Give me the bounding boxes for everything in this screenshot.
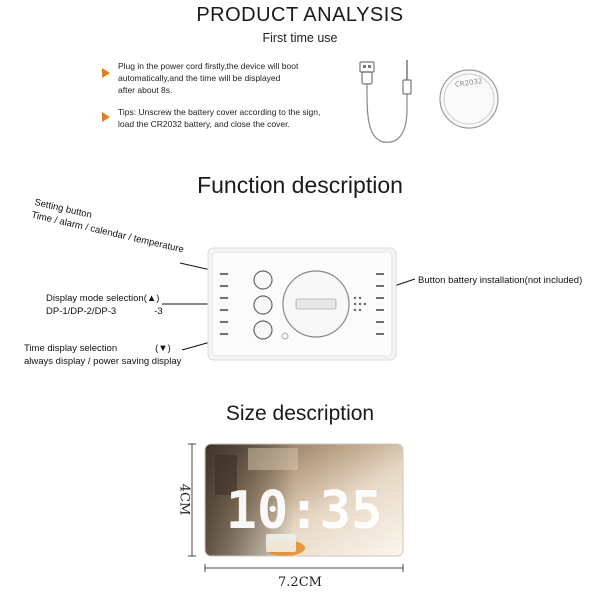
page-subtitle: First time use: [262, 31, 338, 45]
battery-install-label: Button battery installation(not included…: [418, 275, 583, 286]
size-title: Size description: [225, 402, 375, 425]
svg-text:CR2032: CR2032: [455, 77, 483, 89]
time-display-label: Time display selection(▼) always display…: [24, 343, 182, 367]
tip-battery: Tips: Unscrew the battery cover accordin…: [118, 107, 321, 129]
display-mode-label: Display mode selection(▲) DP-1/DP-2/DP-3…: [46, 293, 163, 317]
tip-power: Plug in the power cord firstly,the devic…: [118, 61, 299, 95]
svg-text:10:35: 10:35: [226, 481, 383, 541]
page-title: PRODUCT ANALYSIS: [196, 4, 404, 26]
arrow-bullet-icon: [102, 68, 110, 78]
function-title: Function description: [197, 172, 403, 198]
coin-battery-icon: CR2032: [439, 69, 499, 129]
arrow-bullet-icon: [102, 112, 110, 122]
width-dimension: 7.2CM: [278, 575, 322, 590]
height-dimension: 4CM: [176, 483, 192, 516]
usb-cable-icon: [359, 60, 412, 143]
